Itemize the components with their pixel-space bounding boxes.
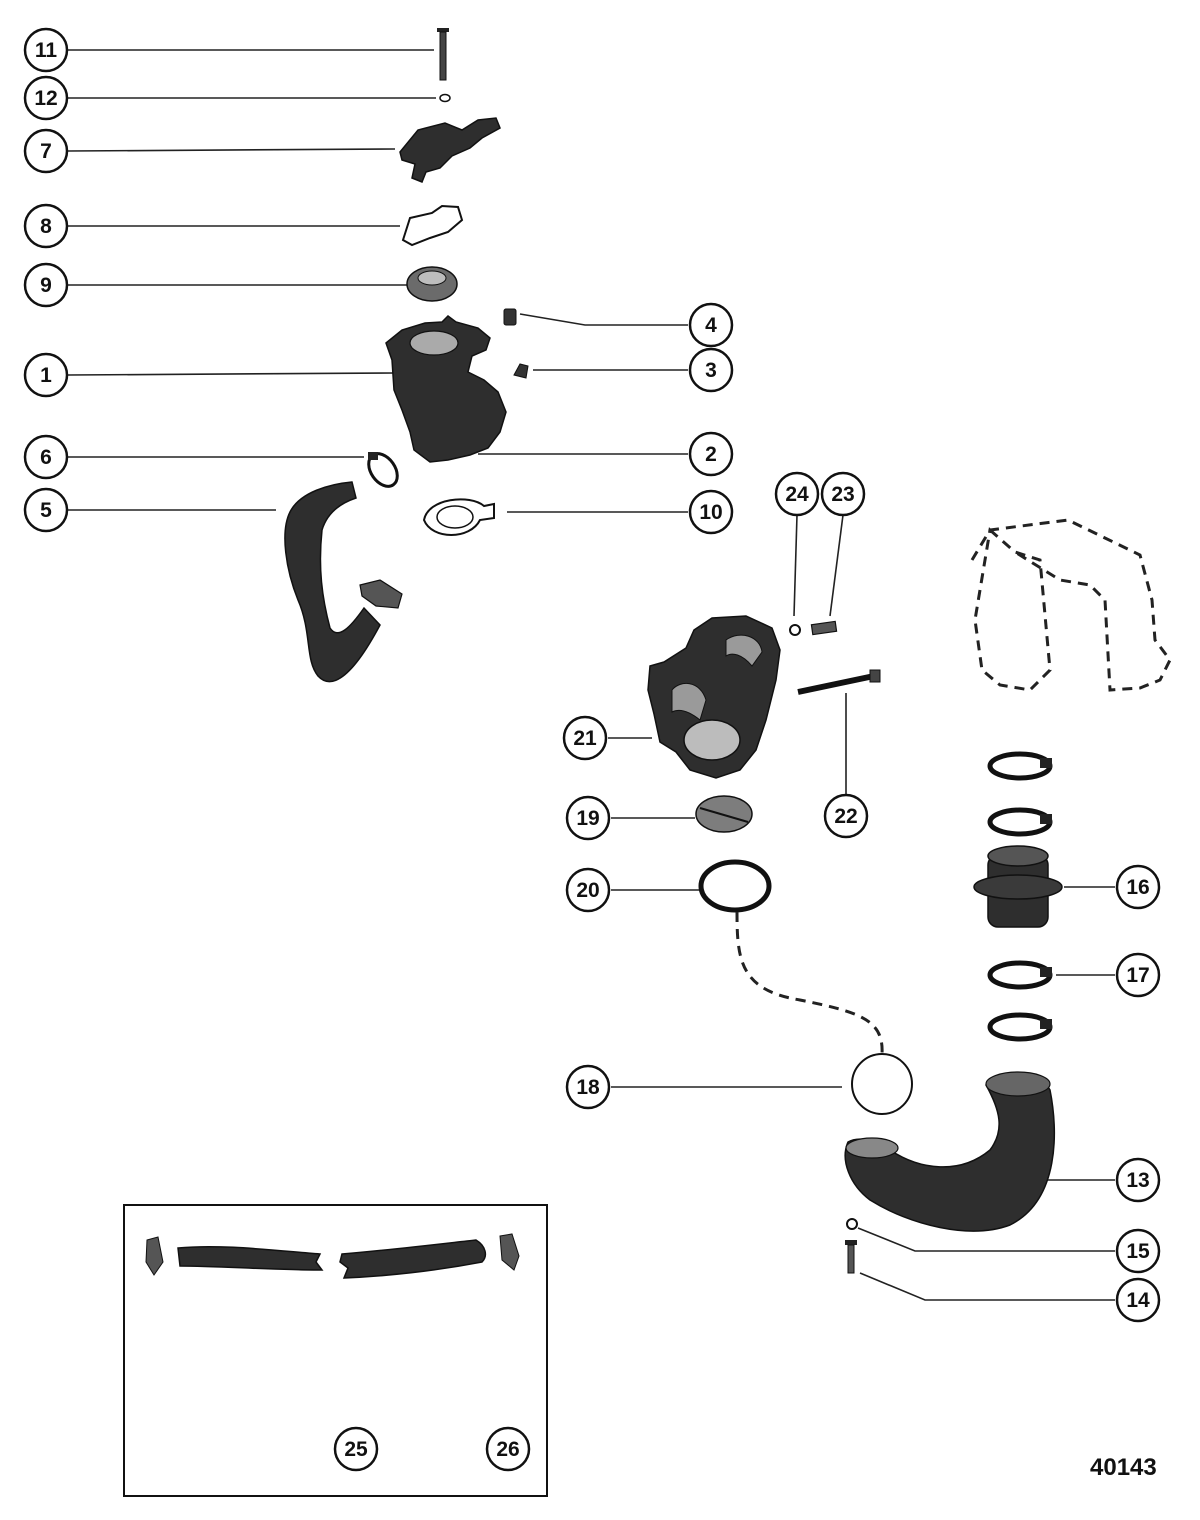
svg-text:11: 11 — [35, 39, 58, 62]
svg-text:5: 5 — [40, 499, 52, 522]
leader-14 — [859, 1272, 1115, 1301]
part-25-hose-left — [177, 1245, 324, 1271]
part-6-clamp — [367, 452, 399, 488]
part-clamp-upper-2 — [987, 807, 1053, 837]
leader-24 — [793, 514, 798, 617]
part-18-ring — [851, 1053, 913, 1115]
drawing-number: 40143 — [1090, 1454, 1157, 1481]
part-clamp-lower — [987, 1012, 1053, 1042]
callout-19: 19 — [565, 795, 611, 841]
callout-25: 25 — [333, 1426, 379, 1472]
svg-text:18: 18 — [576, 1076, 600, 1099]
part-9-thermostat — [406, 266, 458, 302]
svg-text:10: 10 — [699, 501, 722, 524]
inset-detail-box — [123, 1204, 548, 1497]
part-20-ring — [698, 859, 772, 913]
svg-text:23: 23 — [831, 483, 854, 506]
part-11-bolt — [437, 28, 449, 81]
callout-21: 21 — [562, 715, 608, 761]
part-clamp-upper-1 — [987, 751, 1053, 781]
callout-7: 7 — [23, 128, 69, 174]
svg-text:20: 20 — [576, 879, 599, 902]
svg-text:16: 16 — [1126, 876, 1149, 899]
callout-4: 4 — [688, 302, 734, 348]
svg-text:8: 8 — [40, 215, 52, 238]
part-1-water-housing — [385, 315, 507, 463]
svg-text:14: 14 — [1126, 1289, 1150, 1312]
callout-20: 20 — [565, 867, 611, 913]
svg-text:4: 4 — [705, 314, 717, 337]
callout-22: 22 — [823, 793, 869, 839]
svg-text:25: 25 — [344, 1438, 368, 1461]
svg-text:24: 24 — [785, 483, 809, 506]
svg-text:6: 6 — [40, 446, 52, 469]
part-4-plug — [503, 308, 517, 326]
callout-11: 11 — [23, 27, 69, 73]
dashed-connector-20-18 — [735, 911, 884, 1055]
part-24-washer — [789, 624, 801, 636]
leader-23 — [829, 514, 844, 617]
part-26-clamp — [499, 1233, 520, 1271]
svg-text:3: 3 — [705, 359, 717, 382]
part-12-washer — [439, 93, 451, 103]
callout-8: 8 — [23, 203, 69, 249]
part-19-valve — [695, 795, 753, 833]
inset-clamp-left — [145, 1236, 164, 1276]
svg-text:12: 12 — [34, 87, 57, 110]
callout-15: 15 — [1115, 1228, 1161, 1274]
callout-5: 5 — [23, 487, 69, 533]
callout-10: 10 — [688, 489, 734, 535]
callout-6: 6 — [23, 434, 69, 480]
part-14-bolt — [845, 1240, 857, 1274]
svg-text:22: 22 — [834, 805, 857, 828]
parts — [284, 28, 1172, 1274]
svg-text:7: 7 — [40, 140, 52, 163]
svg-text:21: 21 — [573, 727, 597, 750]
callout-16: 16 — [1115, 864, 1161, 910]
svg-text:2: 2 — [705, 443, 717, 466]
part-25-hose-right — [339, 1239, 487, 1279]
leader-15 — [857, 1227, 1115, 1252]
part-17-clamp — [987, 960, 1053, 990]
callout-26: 26 — [485, 1426, 531, 1472]
callout-24: 24 — [774, 471, 820, 517]
part-22-stud — [797, 669, 881, 695]
svg-text:17: 17 — [1126, 964, 1149, 987]
svg-text:13: 13 — [1126, 1169, 1149, 1192]
part-10-gasket — [422, 498, 495, 536]
svg-text:19: 19 — [576, 807, 599, 830]
svg-text:9: 9 — [40, 274, 52, 297]
callout-18: 18 — [565, 1064, 611, 1110]
callout-2: 2 — [688, 431, 734, 477]
part-7-thermostat-housing — [399, 117, 501, 183]
dashed-manifold-outline — [970, 518, 1172, 692]
part-5-hose-clamp — [359, 579, 403, 609]
callout-14: 14 — [1115, 1277, 1161, 1323]
part-8-gasket — [401, 204, 464, 247]
callout-23: 23 — [820, 471, 866, 517]
callout-3: 3 — [688, 347, 734, 393]
part-5-hose — [284, 481, 381, 683]
leader-7 — [67, 148, 396, 152]
callout-17: 17 — [1115, 952, 1161, 998]
callouts: 11 12 7 8 9 1 6 5 4 3 2 10 24 23 21 22 1… — [23, 27, 1161, 1472]
svg-text:1: 1 — [40, 364, 52, 387]
svg-text:15: 15 — [1126, 1240, 1150, 1263]
leader-4 — [519, 313, 688, 326]
callout-9: 9 — [23, 262, 69, 308]
leader-1 — [67, 372, 396, 376]
svg-text:26: 26 — [496, 1438, 519, 1461]
part-15-washer — [846, 1218, 858, 1230]
part-13-exhaust-elbow-tube — [844, 1073, 1056, 1232]
part-23-screw — [810, 620, 838, 636]
callout-12: 12 — [23, 75, 69, 121]
part-3-fitting — [513, 363, 529, 379]
callout-13: 13 — [1115, 1157, 1161, 1203]
part-16-coupler — [973, 845, 1063, 928]
callout-1: 1 — [23, 352, 69, 398]
